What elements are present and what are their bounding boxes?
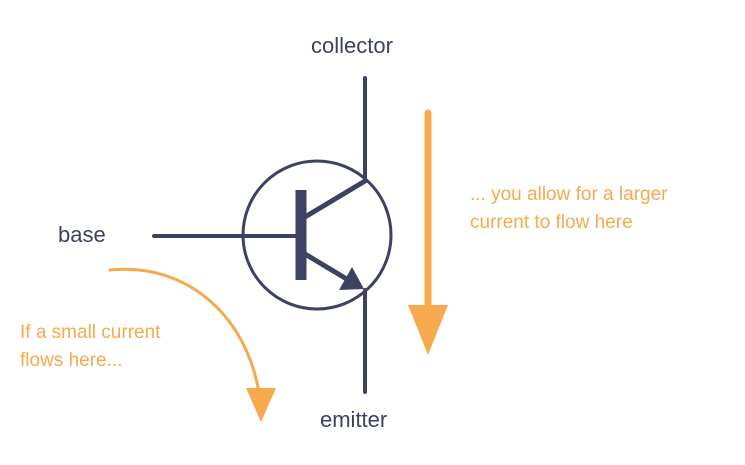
emitter-arrowhead (339, 267, 364, 290)
collector-diagonal (302, 178, 368, 220)
large-current-arrowhead (408, 305, 448, 355)
collector-label: collector (311, 33, 393, 58)
large-current-note-line1: ... you allow for a larger (470, 184, 668, 205)
small-current-arrowhead (246, 388, 276, 422)
large-current-note: ... you allow for a larger current to fl… (470, 181, 667, 237)
emitter-diagonal (302, 251, 353, 284)
emitter-label: emitter (320, 407, 388, 432)
small-current-note: If a small current flows here... (20, 319, 160, 375)
small-current-arrow-curve (108, 267, 262, 402)
small-current-note-line1: If a small current (20, 322, 161, 343)
large-current-note-line2: current to flow here (470, 212, 633, 233)
small-current-note-line2: flows here... (20, 350, 123, 371)
base-label: base (58, 222, 106, 247)
